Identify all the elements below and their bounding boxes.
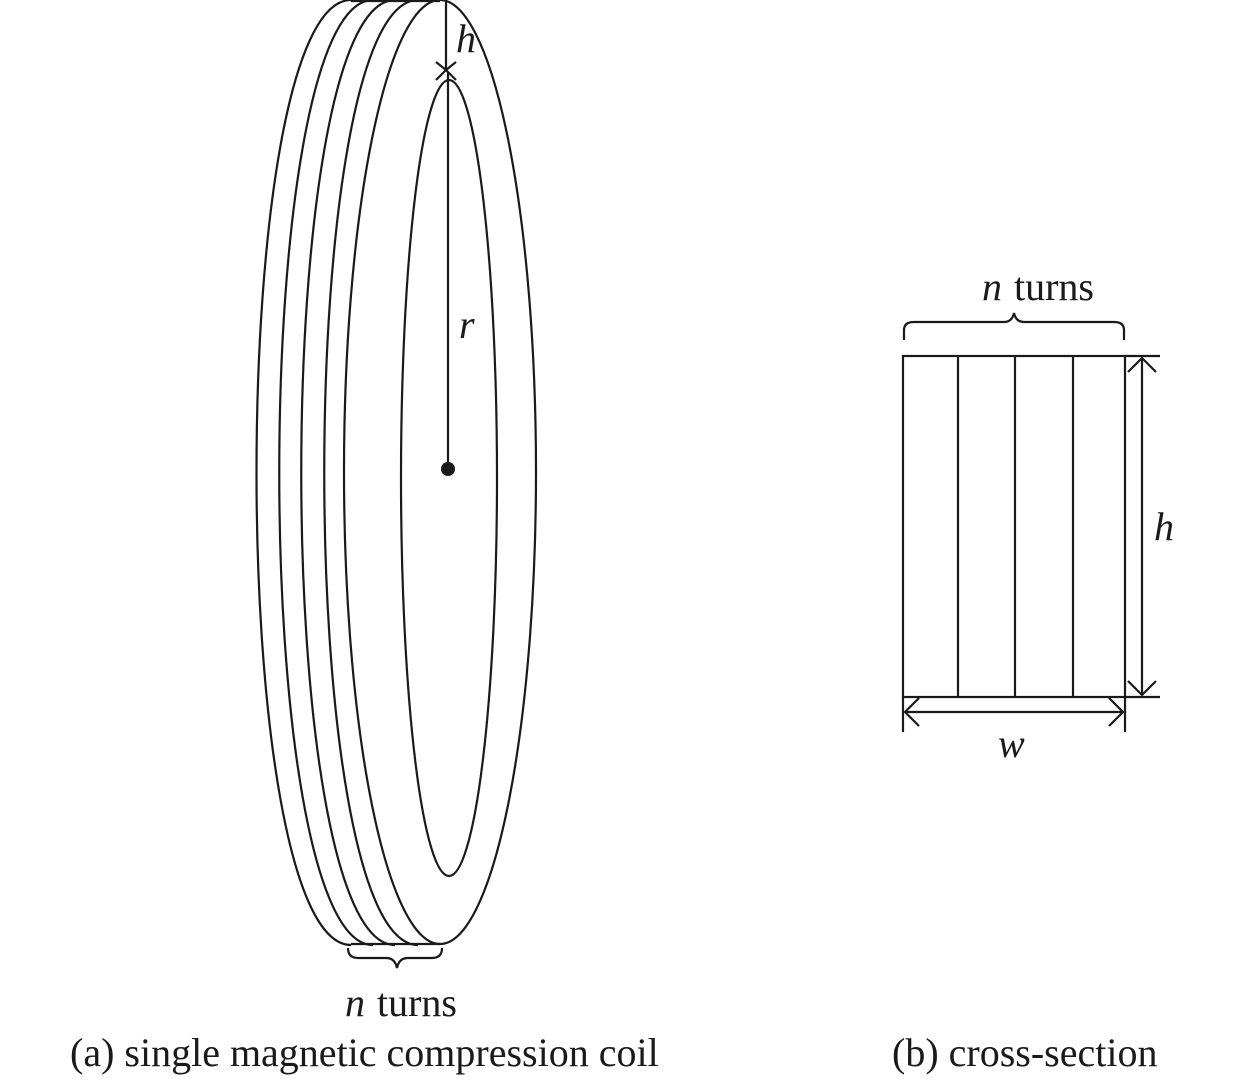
dimension-h-a: h [435, 2, 476, 81]
coil-drawing [255, 0, 538, 947]
brace-n-turns-b: n turns [902, 264, 1126, 340]
coil-turn-4 [323, 0, 419, 947]
label-r: r [459, 302, 475, 347]
cross-section-drawing [901, 354, 1127, 699]
caption-a: (a) single magnetic compression coil [70, 1030, 659, 1075]
caption-b: (b) cross-section [892, 1030, 1157, 1075]
coil-center-dot [441, 462, 455, 476]
radius-r: r [441, 72, 475, 476]
label-n-turns-b: n turns [982, 264, 1094, 309]
label-n-turns-a: n turns [345, 980, 457, 1025]
label-h-a: h [456, 16, 476, 61]
label-h-b: h [1154, 504, 1174, 549]
coil-turn-2 [278, 0, 374, 947]
dimension-w: w [901, 697, 1127, 766]
dimension-h-b: h [1125, 354, 1174, 699]
coil-turn-3 [300, 0, 396, 947]
coil-turn-1 [255, 0, 352, 947]
brace-n-turns-a: n turns [345, 947, 457, 1025]
coil-front-outer-rim [342, 0, 538, 945]
label-w: w [998, 721, 1025, 766]
